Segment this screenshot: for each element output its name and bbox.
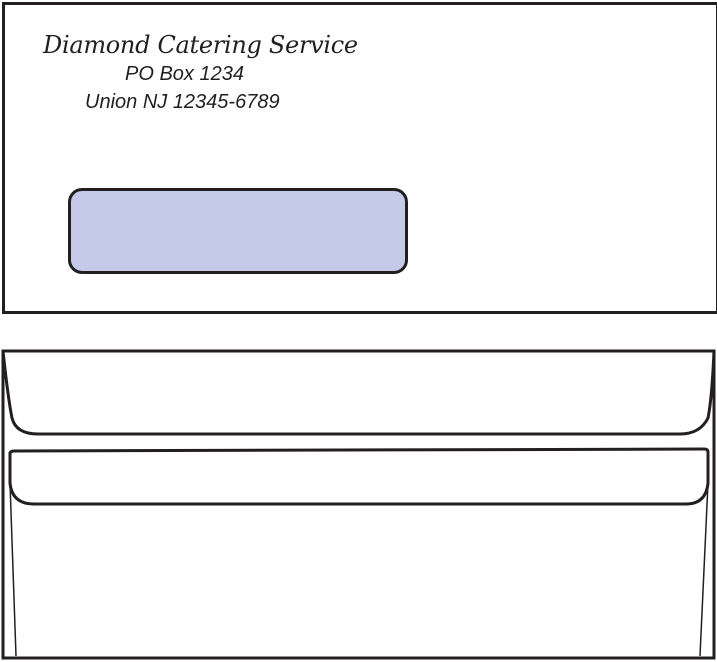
- seal-strip: [8, 447, 710, 506]
- right-fold-line: [699, 482, 709, 657]
- envelope-front: Diamond Catering Service PO Box 1234 Uni…: [2, 2, 717, 314]
- top-flap: [1, 350, 716, 436]
- envelope-back: [0, 348, 717, 662]
- left-fold-line: [9, 482, 17, 657]
- company-name: Diamond Catering Service: [43, 31, 358, 59]
- address-line-po-box: PO Box 1234: [125, 63, 244, 85]
- address-line-city: Union NJ 12345-6789: [85, 91, 280, 113]
- address-window: [68, 188, 408, 274]
- envelope-back-drawing: [1, 349, 716, 660]
